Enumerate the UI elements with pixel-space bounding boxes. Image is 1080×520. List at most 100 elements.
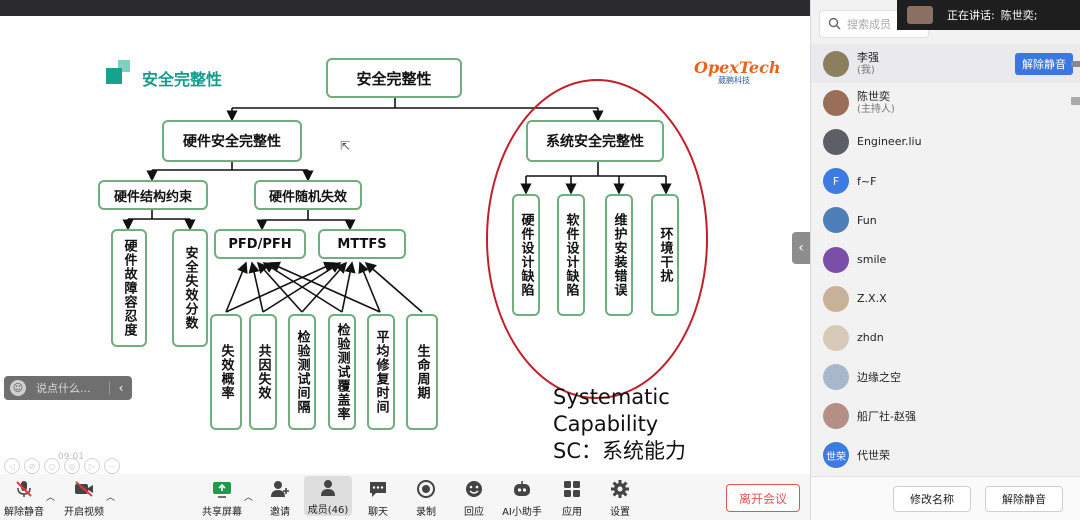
faded-control-icon: ○ [44, 458, 60, 474]
member-row[interactable]: Z.X.X [811, 279, 1080, 318]
faded-control-icon: ▷ [84, 458, 100, 474]
leaf-mean-repair-time: 平均修复时间 [367, 314, 395, 430]
speaker-avatar [907, 6, 933, 24]
chat-placeholder: 说点什么... [36, 382, 91, 395]
speaking-indicator: 正在讲话: 陈世奕; [897, 0, 1080, 30]
share-screen-button[interactable]: 共享屏幕 [198, 478, 246, 518]
sc-line-3: SC：系统能力 [553, 439, 686, 463]
member-row[interactable]: 世荣 代世荣 [811, 436, 1080, 475]
member-name: 边缘之空 [857, 370, 901, 384]
members-panel: 搜索成员 正在讲话: 陈世奕; 李强(我) 解除静音 陈世奕(主持人) Engi… [810, 0, 1080, 520]
video-off-icon [73, 478, 95, 500]
member-row[interactable]: 船厂社-赵强 [811, 397, 1080, 436]
leaf-environment-interference: 环境干扰 [651, 194, 679, 316]
faded-control-icon: ◁ [4, 458, 20, 474]
faded-control-icon: ⊘ [24, 458, 40, 474]
sc-line-2: Capability [553, 412, 659, 436]
unmute-button[interactable]: 解除静音 [0, 478, 48, 518]
node-safe-failure-fraction: 安全失效分数 [172, 229, 208, 347]
leave-meeting-button[interactable]: 离开会议 [726, 484, 800, 512]
reaction-button[interactable]: 回应 [450, 478, 498, 518]
mouse-cursor-icon: ⇱ [340, 139, 351, 153]
chevron-up-icon[interactable]: ︿ [244, 493, 254, 503]
avatar [823, 364, 849, 391]
member-row[interactable]: smile [811, 240, 1080, 279]
faded-control-icon: ⋯ [104, 458, 120, 474]
members-button[interactable]: 成员(46) [304, 476, 352, 516]
emoji-icon[interactable]: ☺ [10, 380, 26, 396]
invite-button[interactable]: 邀请 [256, 478, 304, 518]
chat-button[interactable]: 聊天 [354, 478, 402, 518]
avatar: F [823, 168, 849, 195]
faded-time: 09:01 [58, 452, 84, 462]
collapse-panel-tab[interactable]: ‹ [792, 232, 810, 264]
avatar [823, 285, 849, 312]
chevron-left-icon[interactable]: ‹ [118, 381, 124, 395]
node-hw-fault-tolerance: 硬件故障容忍度 [111, 229, 147, 347]
start-video-label: 开启视频 [64, 507, 104, 518]
member-name: Fun [857, 213, 877, 227]
avatar [823, 324, 849, 351]
top-bar [0, 0, 810, 16]
apps-button[interactable]: 应用 [548, 478, 596, 518]
member-name: Z.X.X [857, 292, 887, 306]
member-row[interactable]: 边缘之空 [811, 358, 1080, 397]
member-row[interactable]: Fun [811, 201, 1080, 240]
more-icon[interactable] [1071, 61, 1080, 67]
faded-playback-controls: ◁ ⊘ ○ ◎ ▷ ⋯ [4, 458, 120, 474]
avatar: 世荣 [823, 442, 849, 469]
settings-button[interactable]: 设置 [596, 478, 644, 518]
chevron-up-icon[interactable]: ︿ [46, 493, 56, 503]
invite-person-icon [270, 478, 290, 500]
diagram-connectors [122, 79, 708, 399]
members-icon [317, 478, 339, 498]
faded-control-icon: ◎ [64, 458, 80, 474]
opextech-logo: OpexTech [694, 58, 781, 77]
member-row[interactable]: 陈世奕(主持人) [811, 83, 1080, 122]
leaf-lifecycle: 生命周期 [406, 314, 438, 430]
gear-icon [610, 478, 630, 500]
node-hardware: 硬件安全完整性 [162, 120, 302, 162]
record-label: 录制 [416, 507, 436, 518]
member-name: f~F [857, 174, 877, 188]
member-row[interactable]: Engineer.liu [811, 122, 1080, 161]
chat-bubble-icon [368, 478, 388, 500]
leaf-common-cause: 共因失效 [249, 314, 277, 430]
ai-assistant-button[interactable]: AI小助手 [498, 478, 546, 518]
node-root: 安全完整性 [326, 58, 462, 98]
node-hw-structure: 硬件结构约束 [98, 180, 208, 210]
invite-label: 邀请 [270, 507, 290, 518]
rename-button[interactable]: 修改名称 [893, 486, 971, 512]
chat-input-pill[interactable]: ☺ 说点什么... ‹ [4, 376, 132, 400]
ai-robot-icon [511, 478, 533, 500]
apps-label: 应用 [562, 507, 582, 518]
node-hw-random: 硬件随机失效 [254, 180, 362, 210]
member-name: smile [857, 253, 887, 267]
leaf-hw-design-defect: 硬件设计缺陷 [512, 194, 540, 316]
system-highlight-oval [486, 79, 708, 399]
avatar [823, 128, 849, 155]
member-row[interactable]: 李强(我) 解除静音 [811, 44, 1080, 84]
settings-label: 设置 [610, 507, 630, 518]
search-placeholder: 搜索成员 [847, 18, 891, 31]
node-pfd-pfh: PFD/PFH [214, 229, 306, 259]
member-row[interactable]: F f~F [811, 162, 1080, 201]
start-video-button[interactable]: 开启视频 [60, 478, 108, 518]
member-row[interactable]: zhdn [811, 318, 1080, 357]
sc-line-1: Systematic [553, 385, 670, 409]
unmute-label: 解除静音 [4, 507, 44, 518]
speaking-name: 陈世奕; [1000, 9, 1038, 22]
screen-share-icon [1071, 97, 1080, 106]
unmute-all-button[interactable]: 解除静音 [985, 486, 1063, 512]
opextech-logo-sub: 葳鹏科技 [718, 76, 750, 85]
member-unmute-button[interactable]: 解除静音 [1015, 53, 1073, 75]
share-screen-label: 共享屏幕 [202, 507, 242, 518]
reaction-icon [464, 478, 484, 500]
record-icon [416, 478, 436, 500]
record-button[interactable]: 录制 [402, 478, 450, 518]
muted-mic-icon [14, 478, 34, 500]
chevron-up-icon[interactable]: ︿ [106, 493, 116, 503]
leaf-maintenance-error: 维护安装错误 [605, 194, 633, 316]
member-name: 李强 [857, 50, 879, 64]
leaf-test-coverage: 检验测试覆盖率 [328, 314, 356, 430]
